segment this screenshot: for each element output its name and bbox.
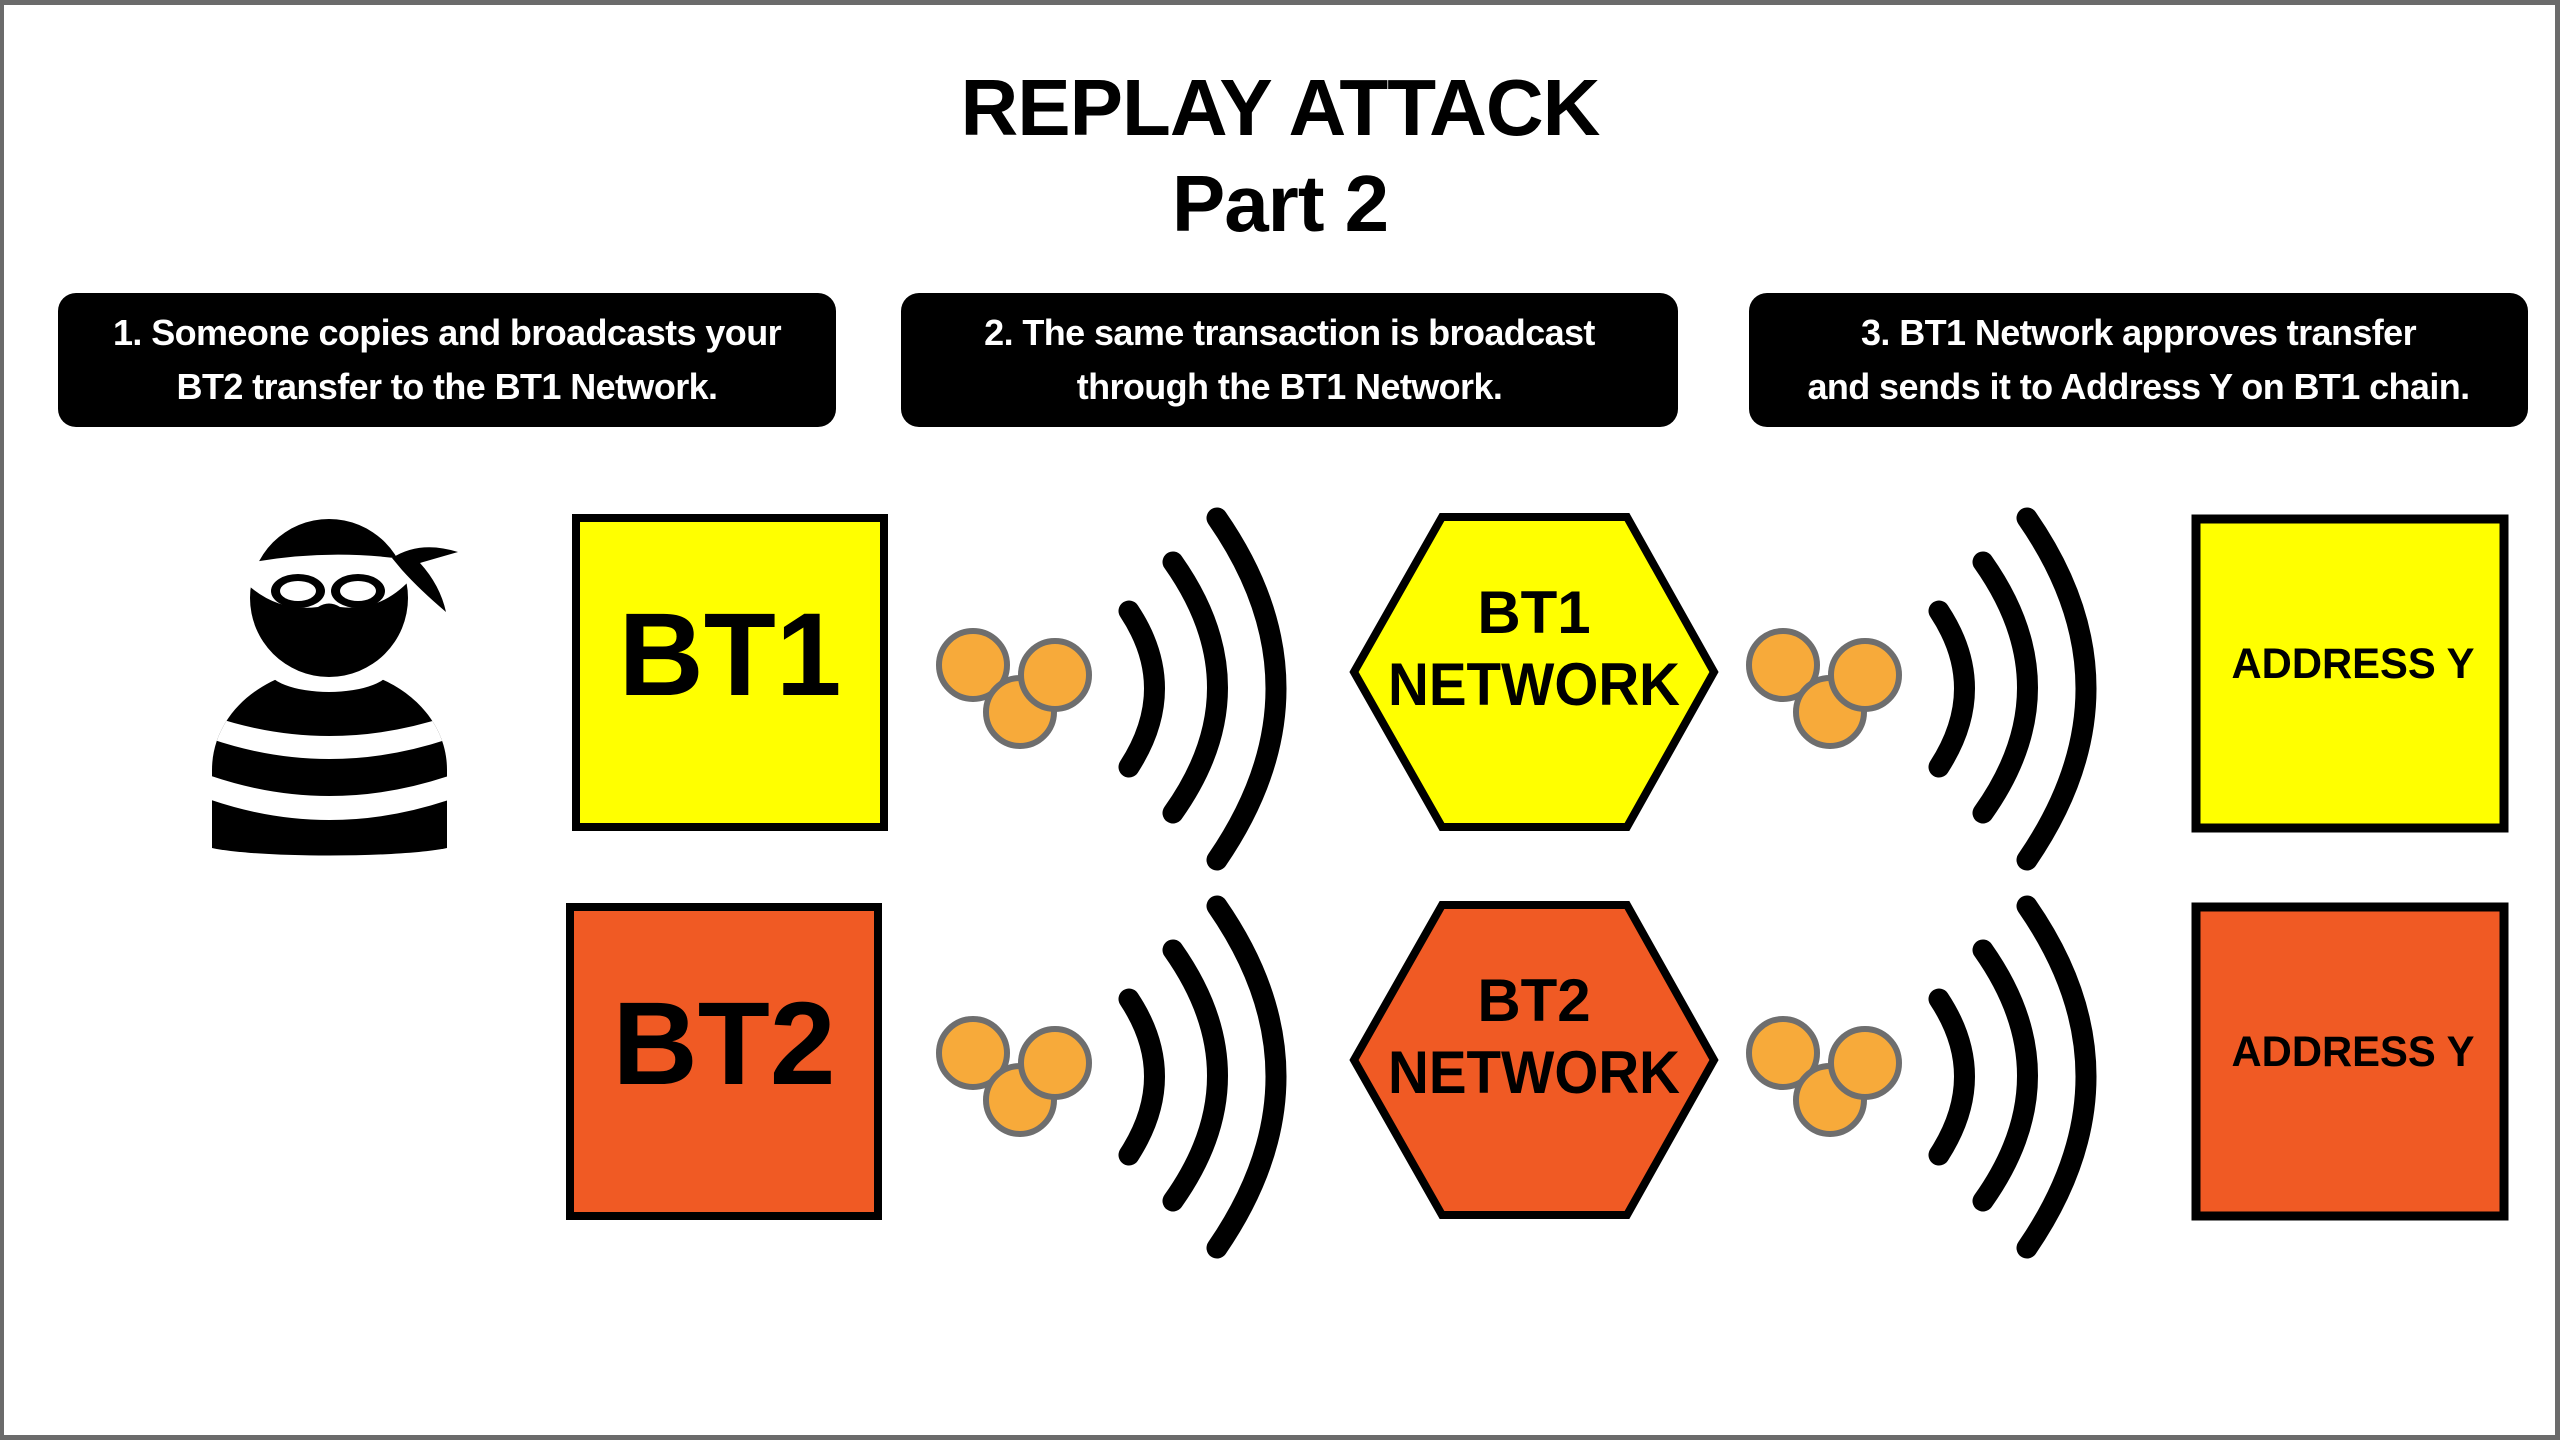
bt1-destination-box	[2191, 514, 2509, 833]
bt2-network-label-line-2: NETWORK	[1388, 1039, 1680, 1106]
step-3-caption-line-2: and sends it to Address Y on BT1 chain.	[1807, 366, 2470, 407]
coin	[1746, 628, 1820, 702]
coin	[1746, 1016, 1820, 1090]
coins-icon	[1746, 628, 1902, 749]
step-2-caption: 2. The same transaction is broadcast thr…	[901, 293, 1678, 427]
coin	[1828, 1026, 1902, 1100]
signal-arc	[1162, 939, 1228, 1212]
thief-eye-right	[340, 581, 376, 601]
bandana-knot	[392, 547, 458, 612]
step-1-caption: 1. Someone copies and broadcasts your BT…	[58, 293, 836, 427]
step-2-caption-line-1: 2. The same transaction is broadcast	[984, 312, 1595, 353]
bt2-destination-box	[2191, 902, 2509, 1221]
coin	[936, 1016, 1010, 1090]
thief-body	[212, 668, 447, 856]
broadcast-signal-icon	[1118, 507, 1287, 871]
bt1-source-box	[572, 514, 888, 831]
bt2-network-label-line-1: BT2	[1477, 967, 1590, 1034]
bt2-source-box	[566, 903, 882, 1220]
thief-eye-left	[280, 581, 316, 601]
signal-arc	[2016, 895, 2097, 1259]
broadcast-signal-icon	[1118, 895, 1287, 1259]
broadcast-signal-icon	[1928, 507, 2097, 871]
bt2-network-hexagon	[1349, 901, 1719, 1219]
thief-icon	[212, 519, 458, 856]
bt1-network-label-line-1: BT1	[1477, 579, 1590, 646]
coin	[1018, 638, 1092, 712]
coin	[936, 628, 1010, 702]
coins-icon	[1746, 1016, 1902, 1137]
coins-icon	[936, 628, 1092, 749]
signal-arc	[1928, 600, 1975, 778]
coin	[1018, 1026, 1092, 1100]
diagram-subtitle: Part 2	[1171, 159, 1389, 248]
step-1-caption-line-2: BT2 transfer to the BT1 Network.	[176, 366, 719, 407]
step-1-caption-line-1: 1. Someone copies and broadcasts your	[112, 312, 782, 353]
bt1-source-label: BT1	[619, 589, 842, 721]
bt1-network-label-line-2: NETWORK	[1388, 651, 1680, 718]
step-3-caption-line-1: 3. BT1 Network approves transfer	[1861, 312, 2417, 353]
signal-arc	[1206, 507, 1287, 871]
signal-arc	[1206, 895, 1287, 1259]
bt1-network-hexagon	[1349, 513, 1719, 831]
bt1-destination-label: ADDRESS Y	[2232, 640, 2475, 688]
bt2-destination-label: ADDRESS Y	[2232, 1028, 2475, 1076]
coin	[1828, 638, 1902, 712]
signal-arc	[1972, 939, 2038, 1212]
broadcast-signal-icon	[1928, 895, 2097, 1259]
bt2-source-label: BT2	[613, 978, 836, 1110]
coins-icon	[936, 1016, 1092, 1137]
diagram-title: REPLAY ATTACK	[960, 63, 1601, 152]
signal-arc	[1928, 988, 1975, 1166]
step-3-caption: 3. BT1 Network approves transfer and sen…	[1749, 293, 2528, 427]
signal-arc	[1972, 551, 2038, 824]
step-2-caption-line-2: through the BT1 Network.	[1076, 366, 1503, 407]
signal-arc	[1118, 988, 1165, 1166]
signal-arc	[2016, 507, 2097, 871]
signal-arc	[1118, 600, 1165, 778]
signal-arc	[1162, 551, 1228, 824]
